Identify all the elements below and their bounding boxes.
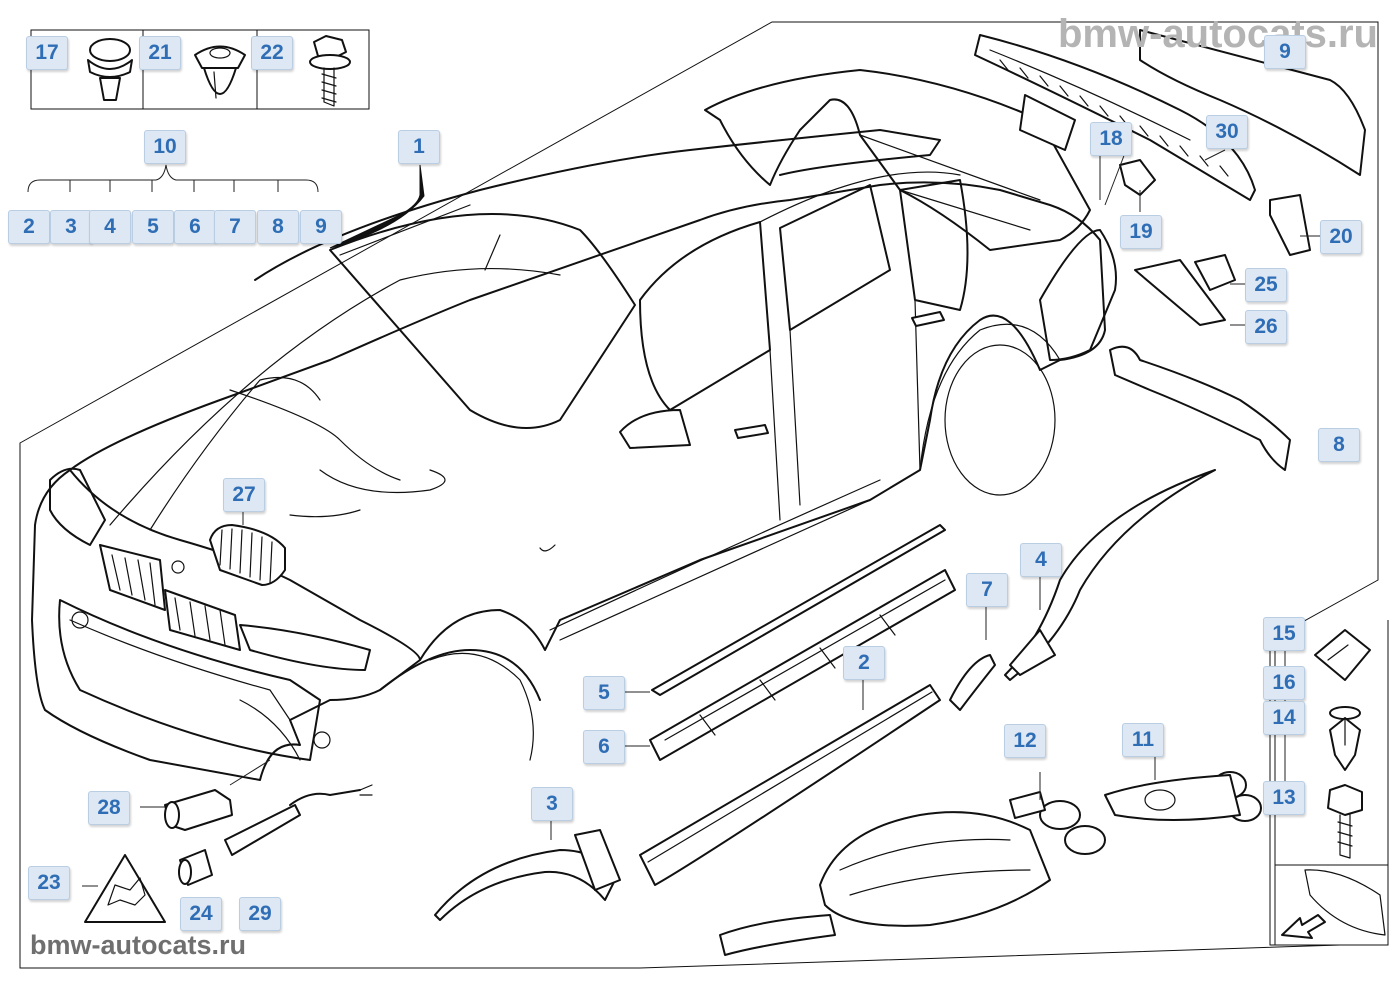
callout-6[interactable]: 6	[174, 210, 216, 244]
leader-1	[329, 164, 425, 249]
callout-1[interactable]: 1	[398, 130, 440, 164]
callout-17[interactable]: 17	[26, 36, 68, 70]
clip-17-icon	[87, 38, 133, 101]
watermark-bottom: bmw-autocats.ru	[30, 930, 247, 960]
callout-22[interactable]: 22	[251, 36, 293, 70]
callout-7[interactable]: 7	[214, 210, 256, 244]
callout-23[interactable]: 23	[28, 866, 70, 900]
callout-6-sill[interactable]: 6	[583, 730, 625, 764]
car-body-illustration	[31, 129, 1106, 781]
callout-4-arch[interactable]: 4	[1020, 543, 1062, 577]
callout-20[interactable]: 20	[1320, 220, 1362, 254]
fastener-box-17-21-22	[30, 29, 370, 110]
callout-8[interactable]: 8	[257, 210, 299, 244]
callout-19[interactable]: 19	[1120, 215, 1162, 249]
kidney-grille-27	[209, 524, 286, 586]
callout-3-arch[interactable]: 3	[531, 787, 573, 821]
callout-7-arch[interactable]: 7	[966, 573, 1008, 607]
callout-29[interactable]: 29	[239, 897, 281, 931]
fastener-box-13-16	[1274, 620, 1389, 946]
callout-8-rear-rail[interactable]: 8	[1318, 428, 1360, 462]
callout-2-sill[interactable]: 2	[843, 646, 885, 680]
callout-5[interactable]: 5	[132, 210, 174, 244]
callout-24[interactable]: 24	[180, 897, 222, 931]
callout-25[interactable]: 25	[1245, 268, 1287, 302]
rear-bumper-parts	[704, 29, 1366, 471]
callout-11[interactable]: 11	[1122, 723, 1164, 757]
callout-12[interactable]: 12	[1004, 724, 1046, 758]
exhaust-parts	[719, 771, 1262, 956]
callout-3[interactable]: 3	[50, 210, 92, 244]
bottom-left-parts	[84, 784, 373, 923]
callout-9-rear-strip[interactable]: 9	[1264, 35, 1306, 69]
clip-21-icon	[194, 45, 246, 99]
callout-21[interactable]: 21	[139, 36, 181, 70]
callout-15[interactable]: 15	[1263, 617, 1305, 651]
watermark-top: bmw-autocats.ru	[1057, 12, 1378, 56]
callout-5-strip[interactable]: 5	[583, 676, 625, 710]
callout-9[interactable]: 9	[300, 210, 342, 244]
side-parts	[434, 469, 1216, 921]
group-bracket-10	[27, 164, 319, 193]
callout-30[interactable]: 30	[1206, 115, 1248, 149]
callout-14[interactable]: 14	[1263, 701, 1305, 735]
callout-10[interactable]: 10	[144, 130, 186, 164]
callout-16[interactable]: 16	[1263, 666, 1305, 700]
callout-2[interactable]: 2	[8, 210, 50, 244]
screw-22-icon	[309, 35, 351, 107]
callout-4[interactable]: 4	[89, 210, 131, 244]
callout-27[interactable]: 27	[223, 478, 265, 512]
callout-28[interactable]: 28	[88, 791, 130, 825]
callout-18[interactable]: 18	[1090, 122, 1132, 156]
callout-26[interactable]: 26	[1245, 310, 1287, 344]
callout-13[interactable]: 13	[1263, 781, 1305, 815]
